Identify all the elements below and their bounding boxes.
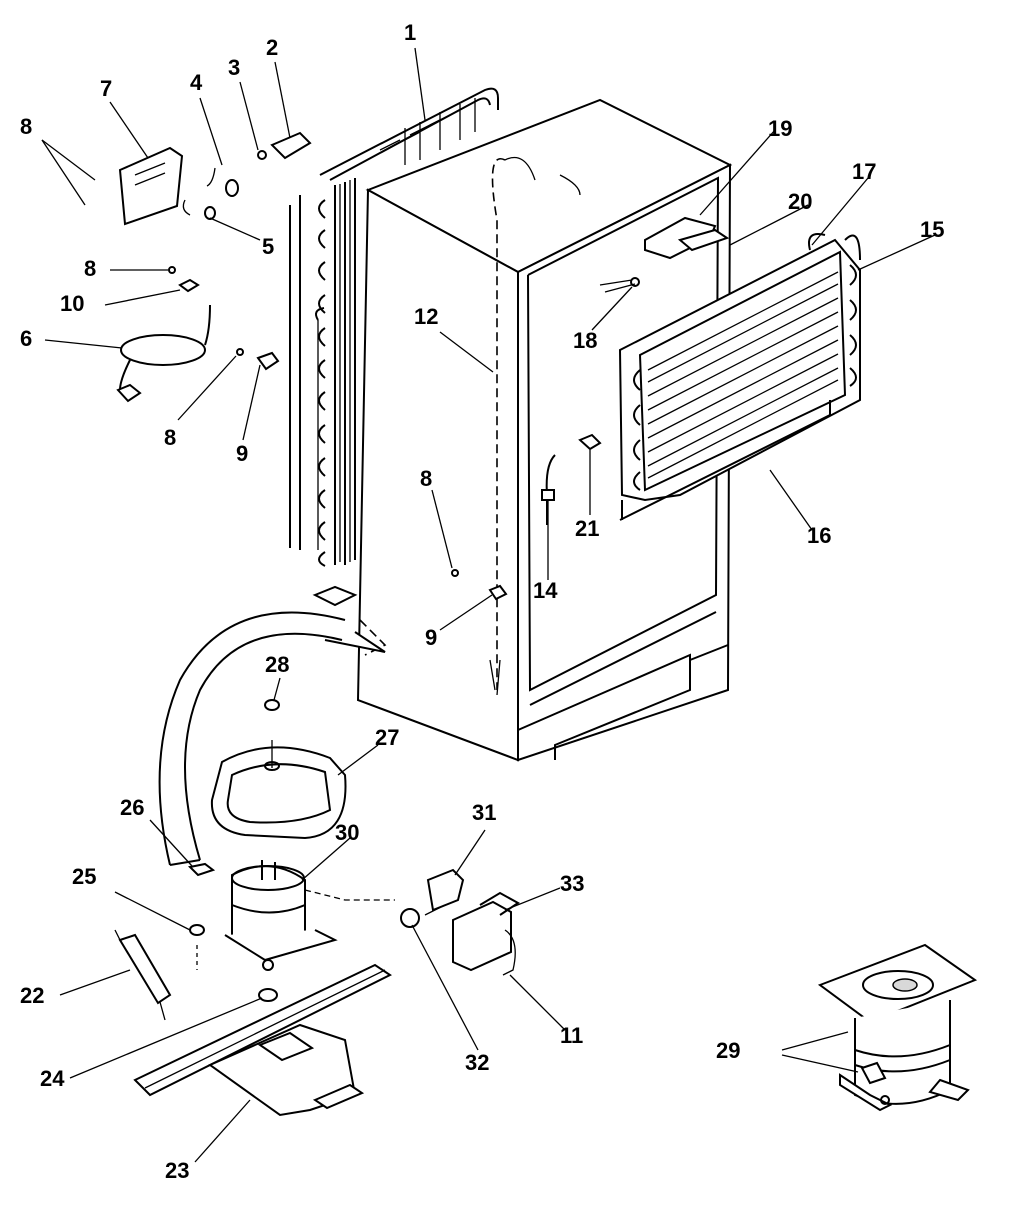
condenser-coil: [289, 87, 499, 567]
compressor-assembly: [817, 943, 978, 1112]
drain-tube: [158, 611, 346, 866]
cabinet-small-parts: [541, 216, 730, 525]
drier: [114, 929, 172, 1021]
callout-25: 25: [72, 864, 97, 889]
callout-18: 18: [573, 328, 598, 353]
leader-lines: [41, 47, 936, 1163]
callout-17: 17: [852, 159, 877, 184]
callout-14: 14: [533, 578, 558, 603]
electrical-parts: [400, 868, 520, 976]
callout-26: 26: [120, 795, 145, 820]
callout-20: 20: [788, 189, 813, 214]
callout-15: 15: [920, 217, 945, 242]
callout-24: 24: [40, 1066, 65, 1091]
callout-9-cabinet: 9: [425, 625, 438, 650]
callout-3: 3: [228, 55, 241, 80]
callout-28: 28: [265, 652, 290, 677]
callout-23: 23: [165, 1158, 190, 1183]
callout-16: 16: [807, 523, 832, 548]
callout-22: 22: [20, 983, 45, 1008]
callout-29: 29: [716, 1038, 741, 1063]
callout-8-top-left: 8: [20, 114, 33, 139]
callout-8-lower-left: 8: [164, 425, 177, 450]
callout-8-cabinet: 8: [420, 466, 433, 491]
callout-4: 4: [190, 70, 203, 95]
callout-19: 19: [768, 116, 793, 141]
callout-7: 7: [100, 76, 113, 101]
drain-pan-and-compressor: [187, 699, 395, 971]
callout-32: 32: [465, 1050, 490, 1075]
callout-12: 12: [414, 304, 439, 329]
callout-5: 5: [262, 234, 275, 259]
control-parts: [116, 131, 508, 601]
callout-2: 2: [266, 35, 279, 60]
cabinet: [312, 98, 733, 762]
callout-10: 10: [60, 291, 85, 316]
callout-21: 21: [575, 516, 600, 541]
callout-1: 1: [404, 20, 417, 45]
callout-33: 33: [560, 871, 585, 896]
callout-27: 27: [375, 725, 400, 750]
callout-11: 11: [560, 1023, 584, 1048]
callout-31: 31: [472, 800, 497, 825]
callout-9-left: 9: [236, 441, 249, 466]
callout-30: 30: [335, 820, 360, 845]
base-pan: [133, 963, 392, 1117]
callout-6: 6: [20, 326, 33, 351]
evaporator: [618, 233, 861, 521]
callout-8-middle-left: 8: [84, 256, 97, 281]
